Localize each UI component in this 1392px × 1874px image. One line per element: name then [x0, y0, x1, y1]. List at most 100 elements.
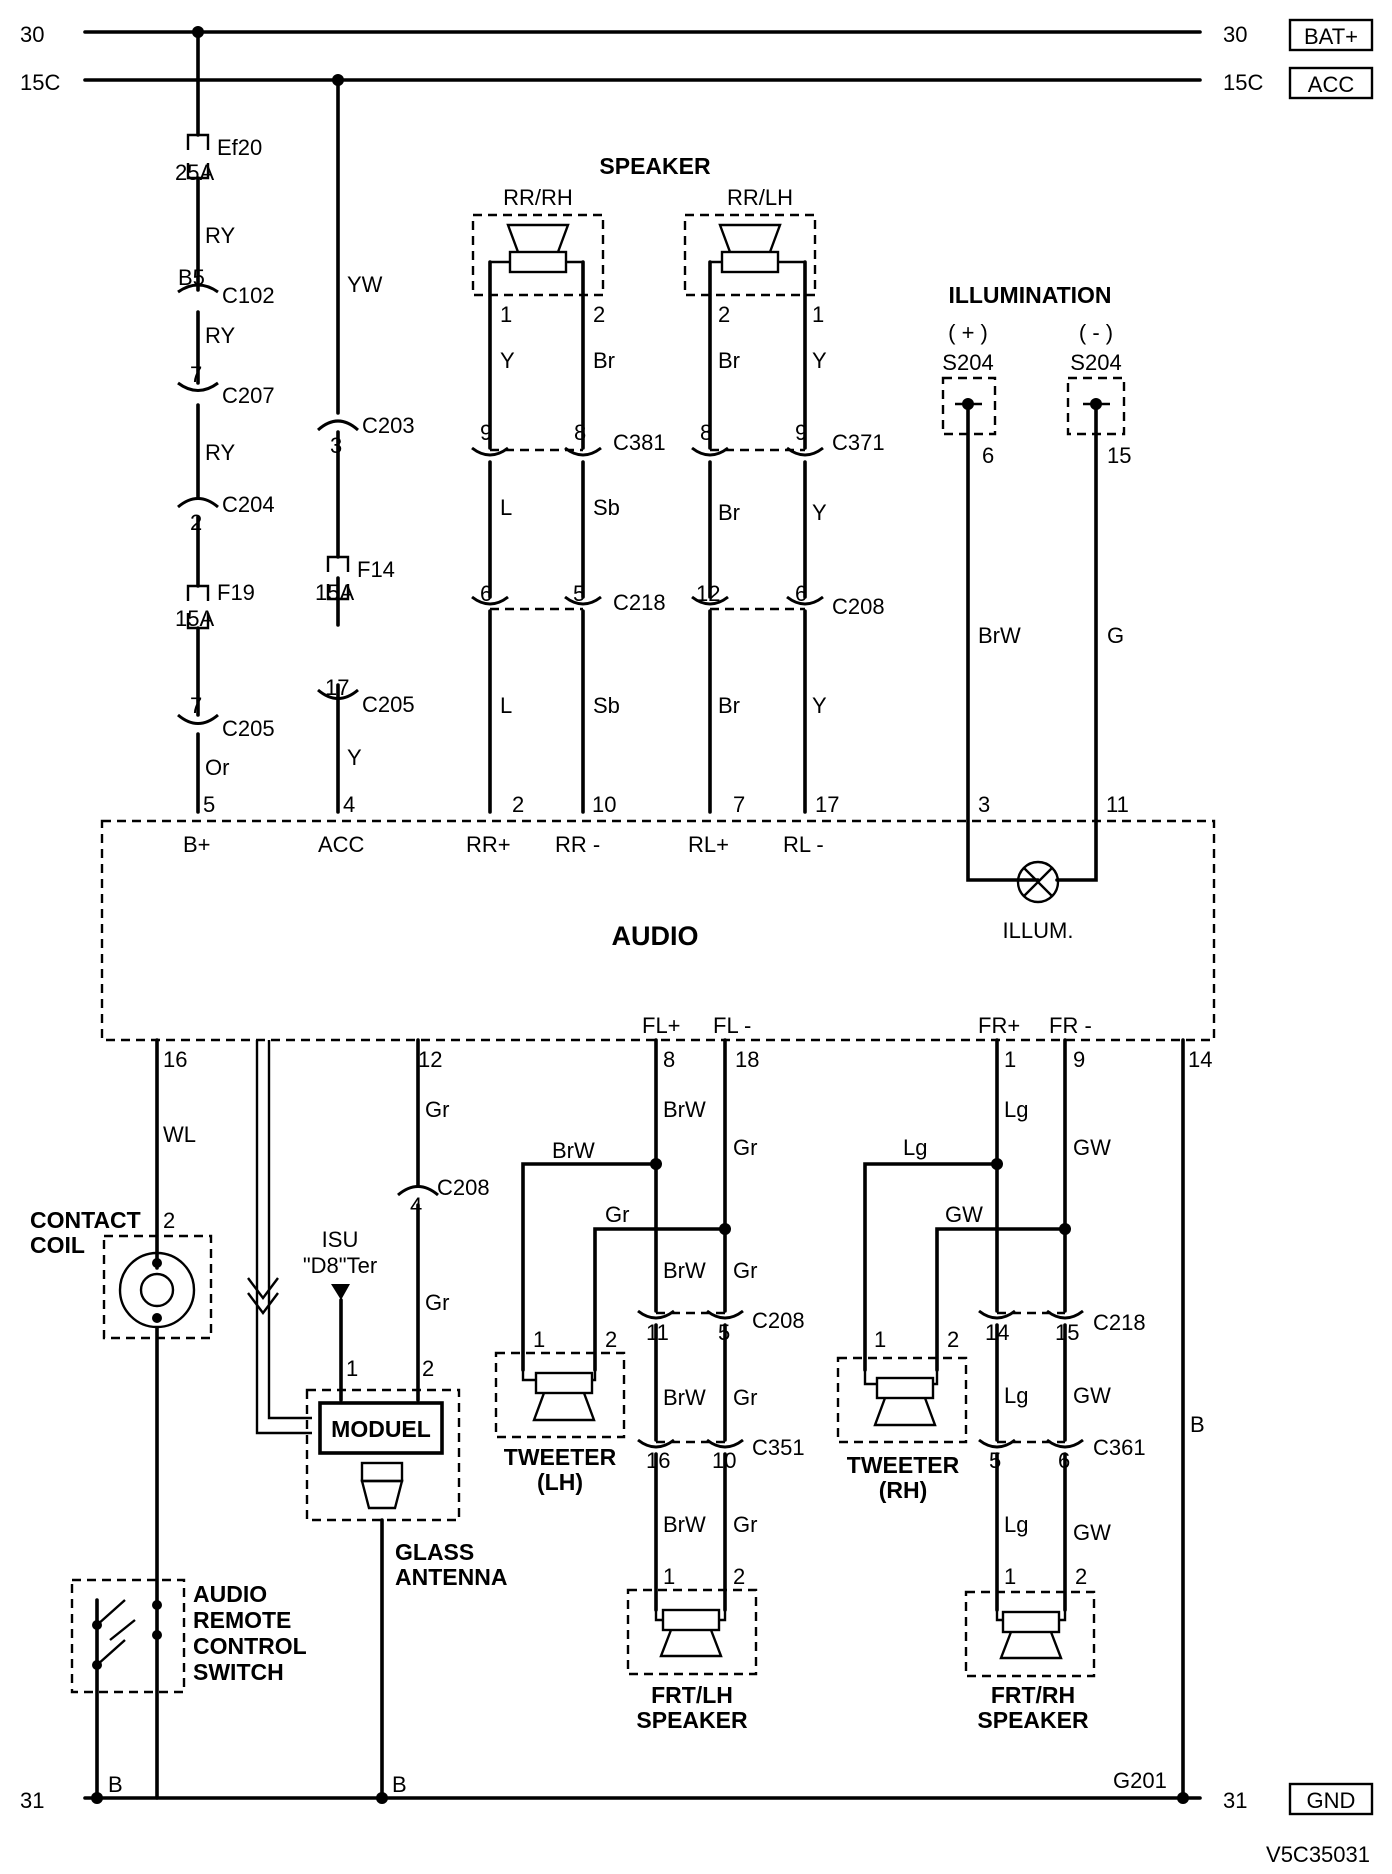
audio-pin-8: 8: [663, 1047, 675, 1072]
bat-plus-label: BAT+: [1304, 24, 1358, 49]
wire-gw-fr-bot: GW: [1073, 1520, 1111, 1545]
speaker-title: SPEAKER: [599, 153, 711, 179]
pin-name-acc: ACC: [318, 832, 365, 857]
pin-name-fr-plus: FR+: [978, 1013, 1020, 1038]
wire-y-acc: Y: [347, 745, 362, 770]
wire-yw: YW: [347, 272, 383, 297]
frt-rh-label-1: FRT/RH: [991, 1682, 1075, 1708]
wire-b-ground: B: [1190, 1412, 1205, 1437]
acc-feed-circuit: YW 3 C203 F14 15A 17 C205 Y: [315, 78, 415, 814]
steering-remote-circuit: WL CONTACT COIL 2 AUDIO REMOTE CONTROL S…: [30, 1038, 307, 1800]
wire-y-mid: Y: [812, 500, 827, 525]
fuse-f14-label: F14: [357, 557, 395, 582]
fuse-ef20-rating: 25A: [175, 160, 214, 185]
connector-c203-symbol: [316, 419, 360, 432]
wire-gw-fr-top: GW: [1073, 1135, 1111, 1160]
contact-coil-pin-2: 2: [163, 1208, 175, 1233]
tweeter-rh-label-1: TWEETER: [847, 1452, 960, 1478]
connector-c208-fl-label: C208: [752, 1308, 805, 1333]
wire-br-low: Br: [718, 693, 740, 718]
connector-c361-label: C361: [1093, 1435, 1146, 1460]
rail-31-right-label: 31: [1223, 1788, 1247, 1813]
pin-7-c207: 7: [190, 362, 202, 387]
wire-lg-fr-top: Lg: [1004, 1097, 1028, 1122]
wire-g-illum: G: [1107, 623, 1124, 648]
fuse-ef20-label: Ef20: [217, 135, 262, 160]
pin-3-c203: 3: [330, 433, 342, 458]
connector-c218-label-rear: C218: [613, 590, 666, 615]
isu-d8-ter-label: "D8"Ter: [303, 1253, 377, 1278]
tweeter-lh-pin-1: 1: [533, 1327, 545, 1352]
wire-ry-2: RY: [205, 323, 235, 348]
diagram-id-label: V5C35031: [1266, 1842, 1370, 1867]
wire-y-rr-rh: Y: [500, 348, 515, 373]
illumination-lamp-icon: [1016, 860, 1060, 904]
pin-17-c205: 17: [325, 675, 349, 700]
wire-gr-ant-1: Gr: [425, 1097, 449, 1122]
contact-coil-label-1: CONTACT: [30, 1207, 141, 1233]
glass-antenna-icon: [360, 1461, 404, 1510]
frt-lh-label-2: SPEAKER: [636, 1707, 748, 1733]
frt-lh-label-1: FRT/LH: [651, 1682, 733, 1708]
audio-title: AUDIO: [612, 921, 699, 951]
rear-speakers-circuit: SPEAKER RR/RH RR/LH 1 2 2 1 Y Br Br Y: [471, 153, 885, 814]
isu-label: ISU: [322, 1227, 359, 1252]
c208-pin-5: 5: [718, 1320, 730, 1345]
glass-antenna-label-1: GLASS: [395, 1539, 474, 1565]
connector-c203-label: C203: [362, 413, 415, 438]
audio-pin-4: 4: [343, 792, 355, 817]
rr-lh-label: RR/LH: [727, 185, 793, 210]
tweeter-lh-speaker-icon: [521, 1370, 597, 1422]
wire-brw-illum: BrW: [978, 623, 1021, 648]
audio-pin-5: 5: [203, 792, 215, 817]
battery-feed-circuit: Ef20 25A RY B5 C102 RY 7 C207 RY 2 C204 …: [175, 30, 275, 814]
rr-rh-pin-2: 2: [593, 302, 605, 327]
tweeter-lh-pin-2: 2: [605, 1327, 617, 1352]
connector-c208-ant-symbol: [397, 1185, 439, 1197]
rr-rh-pin-1: 1: [500, 302, 512, 327]
illum-minus-label: ( - ): [1079, 320, 1113, 345]
wire-ry-1: RY: [205, 223, 235, 248]
module-label: MODUEL: [331, 1416, 431, 1442]
wire-gr-ant-2: Gr: [425, 1290, 449, 1315]
c218-pin-14: 14: [985, 1320, 1009, 1345]
remote-switch-label-3: CONTROL: [193, 1633, 307, 1659]
pin-name-rr-minus: RR -: [555, 832, 600, 857]
fuse-ef20-symbol: [186, 133, 210, 180]
frt-lh-pin-1: 1: [663, 1564, 675, 1589]
ground-g201-label: G201: [1113, 1768, 1167, 1793]
fuse-f19-rating: 15A: [175, 606, 214, 631]
isu-ground-arrow-icon: [331, 1284, 350, 1300]
pin-name-b-plus: B+: [183, 832, 211, 857]
illumination-title: ILLUMINATION: [948, 282, 1111, 308]
wire-gr-fl-bot: Gr: [733, 1512, 757, 1537]
c381-pin-9: 9: [480, 420, 492, 445]
wire-wl: WL: [163, 1122, 196, 1147]
frt-lh-speaker-icon: [654, 1608, 727, 1658]
c218-pin-5: 5: [573, 581, 585, 606]
pin-name-fr-minus: FR -: [1049, 1013, 1092, 1038]
illumination-circuit: ILLUMINATION ( + ) ( - ) S204 S204 6 15 …: [941, 282, 1131, 943]
contact-coil-label-2: COIL: [30, 1232, 85, 1258]
audio-pin-3: 3: [978, 792, 990, 817]
frt-rh-pin-2: 2: [1075, 1564, 1087, 1589]
frt-lh-pin-2: 2: [733, 1564, 745, 1589]
connector-c205-symbol-a: [177, 713, 219, 725]
c218-pin-6: 6: [480, 581, 492, 606]
fuse-f19-symbol: [186, 584, 210, 630]
contact-coil-icon: [118, 1251, 196, 1329]
connector-c208-ant-label: C208: [437, 1175, 490, 1200]
c371-pin-9: 9: [795, 420, 807, 445]
illum-pin-6: 6: [982, 443, 994, 468]
audio-pin-14: 14: [1188, 1047, 1212, 1072]
wire-ry-3: RY: [205, 440, 235, 465]
c361-pin-5: 5: [989, 1448, 1001, 1473]
connector-c351-label: C351: [752, 1435, 805, 1460]
connector-c205-label-b: C205: [362, 692, 415, 717]
audio-pin-18: 18: [735, 1047, 759, 1072]
audio-pin-11: 11: [1106, 792, 1129, 817]
tweeter-rh-pin-1: 1: [874, 1327, 886, 1352]
wire-gr-fl-branch: Gr: [605, 1202, 629, 1227]
antenna-circuit: Gr 4 C208 Gr ISU "D8"Ter 1 2 MODUEL GLAS…: [247, 1038, 507, 1800]
